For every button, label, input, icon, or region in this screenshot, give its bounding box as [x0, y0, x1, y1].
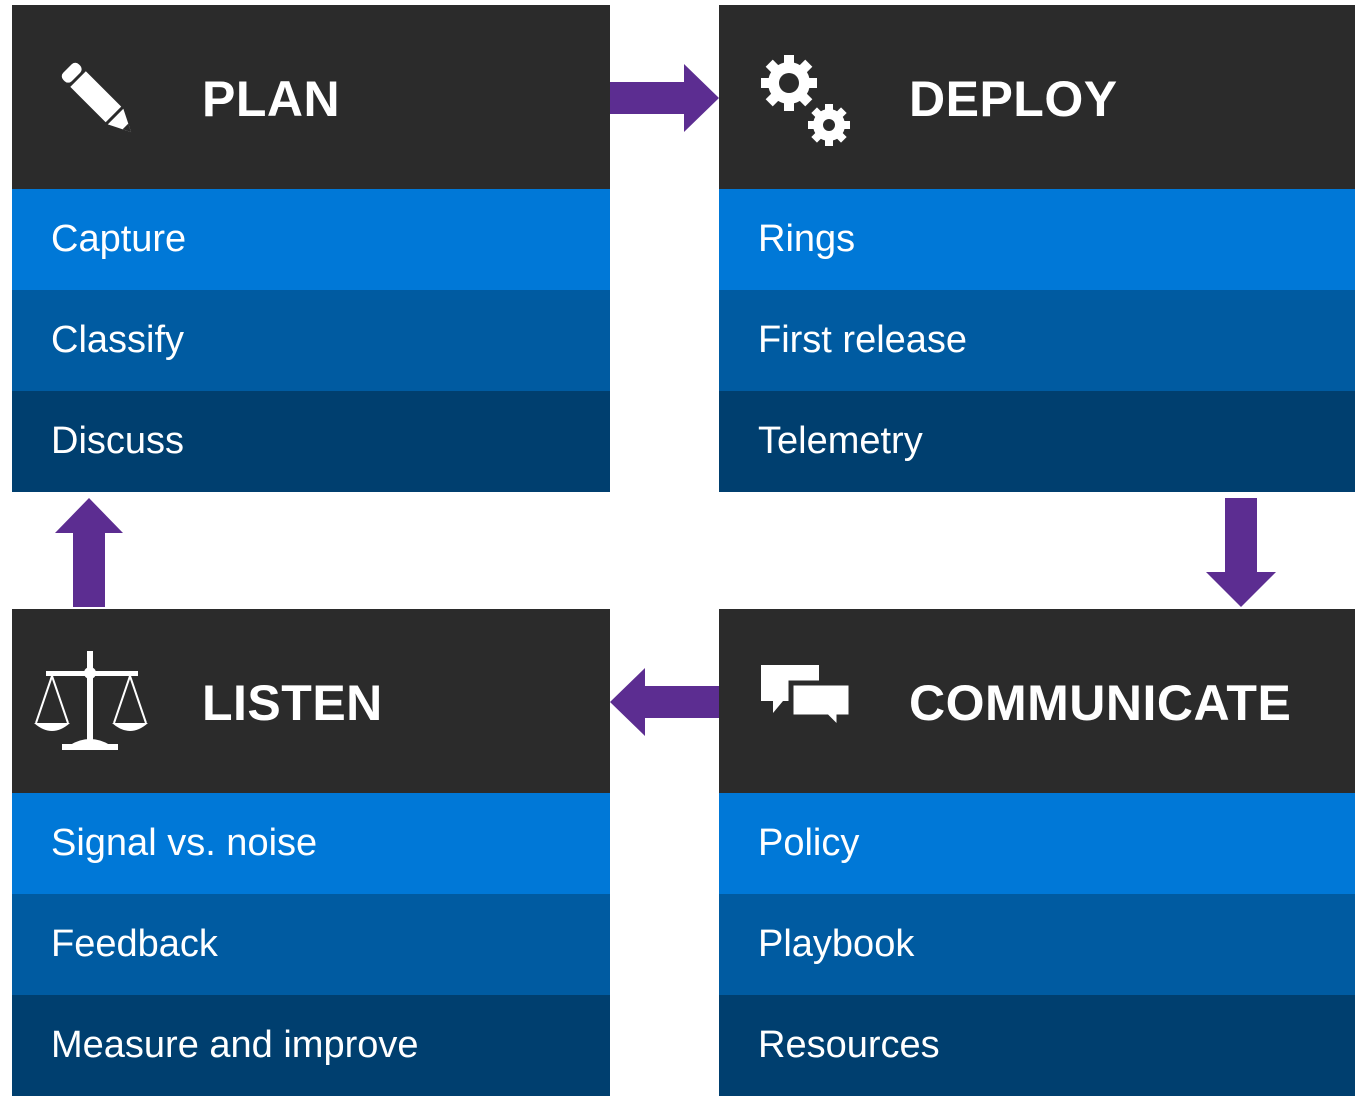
communicate-title: COMMUNICATE — [909, 675, 1292, 731]
plan-item: Classify — [12, 290, 610, 391]
listen-card: LISTEN Signal vs. noise Feedback Measure… — [12, 609, 610, 1096]
arrow-up-icon — [55, 498, 123, 612]
plan-header: PLAN — [12, 5, 610, 189]
arrow-right-icon — [610, 64, 719, 137]
scales-icon — [32, 649, 152, 759]
chat-bubbles-icon — [757, 661, 857, 761]
arrow-down-icon — [1206, 498, 1276, 612]
pencil-icon — [50, 53, 150, 153]
communicate-card: COMMUNICATE Policy Playbook Resources — [719, 609, 1355, 1096]
communicate-item: Playbook — [719, 894, 1355, 995]
deploy-title: DEPLOY — [909, 71, 1118, 127]
deploy-item: Rings — [719, 189, 1355, 290]
plan-card: PLAN Capture Classify Discuss — [12, 5, 610, 492]
plan-item: Capture — [12, 189, 610, 290]
plan-item: Discuss — [12, 391, 610, 492]
communicate-item: Resources — [719, 995, 1355, 1096]
listen-item: Measure and improve — [12, 995, 610, 1096]
plan-title: PLAN — [202, 71, 341, 127]
deploy-item: First release — [719, 290, 1355, 391]
deploy-card: DEPLOY Rings First release Telemetry — [719, 5, 1355, 492]
arrow-left-icon — [610, 668, 719, 741]
communicate-header: COMMUNICATE — [719, 609, 1355, 793]
listen-header: LISTEN — [12, 609, 610, 793]
listen-title: LISTEN — [202, 675, 383, 731]
deploy-item: Telemetry — [719, 391, 1355, 492]
gears-icon — [757, 53, 857, 153]
listen-item: Signal vs. noise — [12, 793, 610, 894]
communicate-item: Policy — [719, 793, 1355, 894]
listen-item: Feedback — [12, 894, 610, 995]
deploy-header: DEPLOY — [719, 5, 1355, 189]
